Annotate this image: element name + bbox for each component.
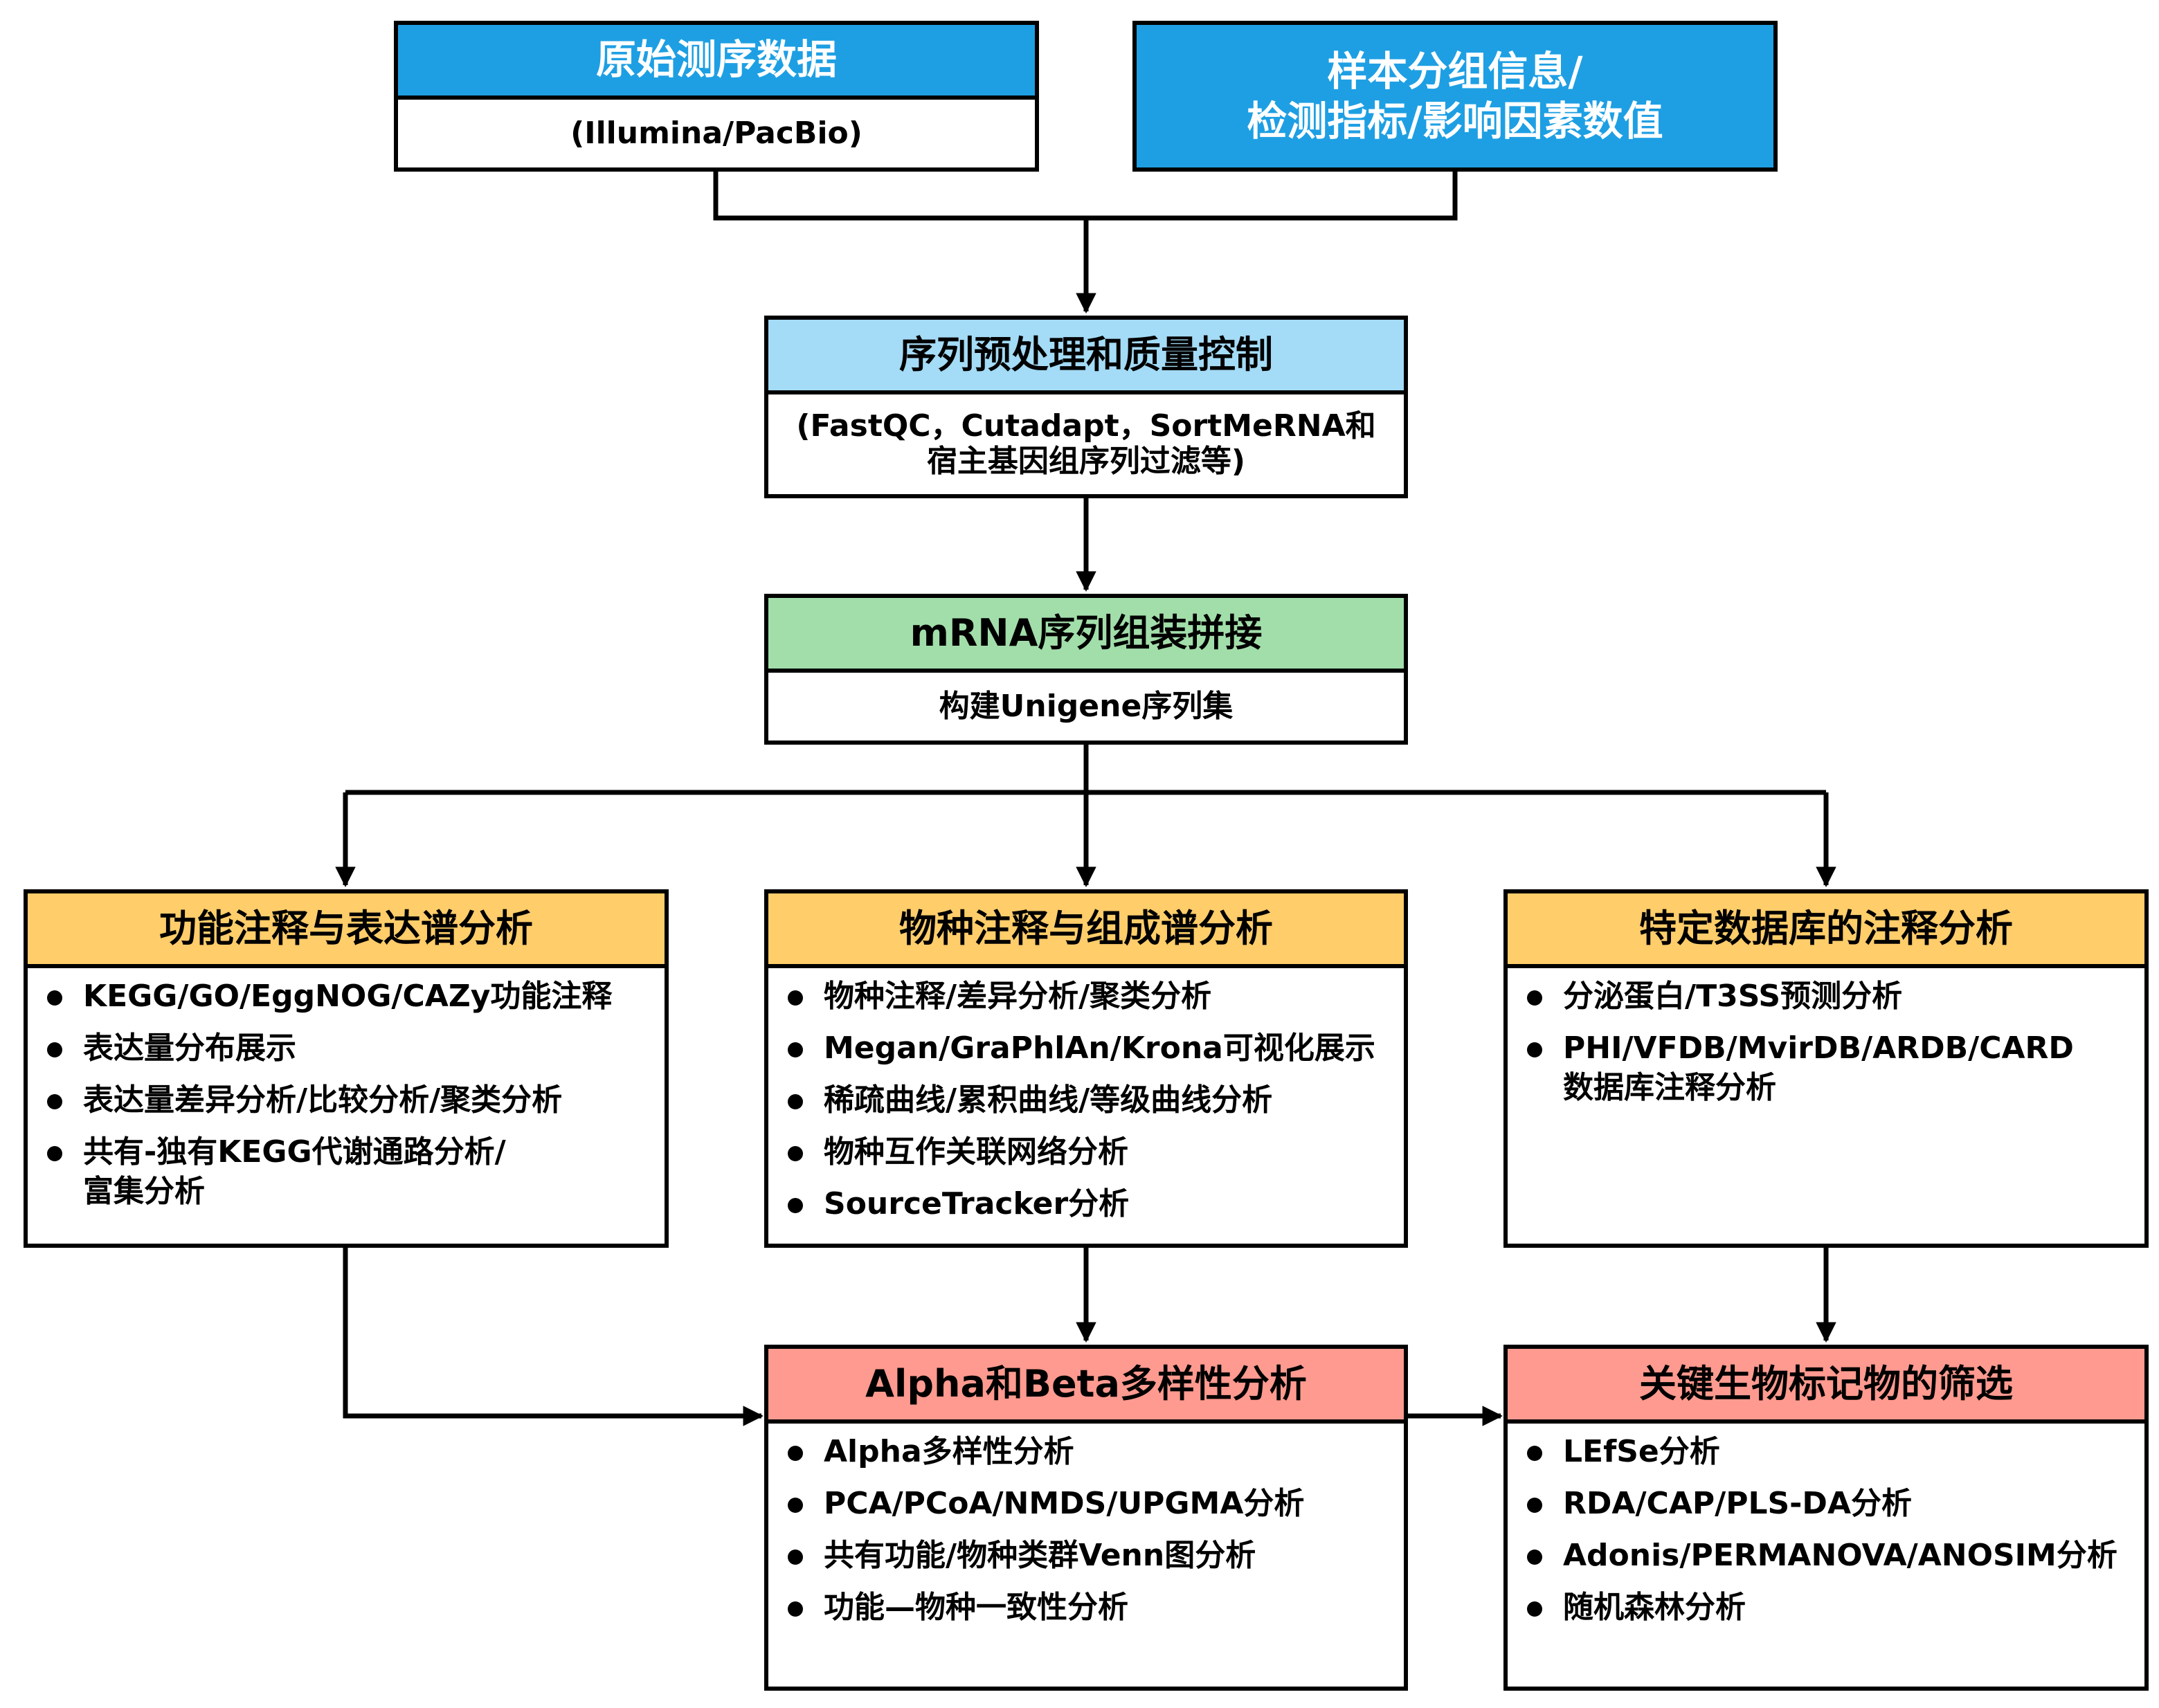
list-item: KEGG/GO/EggNOG/CAZy功能注释 [47,976,665,1016]
qc-box: 序列预处理和质量控制 (FastQC，Cutadapt，SortMeRNA和 宿… [764,316,1408,498]
bullet-icon [47,1146,62,1161]
biomarker-list: LEfSe分析 RDA/CAP/PLS-DA分析 Adonis/PERMANOV… [1508,1424,2144,1627]
list-item: Adonis/PERMANOVA/ANOSIM分析 [1527,1536,2144,1575]
bullet-icon [1527,1498,1542,1513]
biomarker-title: 关键生物标记物的筛选 [1508,1349,2144,1424]
list-item: 物种互作关联网络分析 [788,1132,1404,1172]
biomarker-box: 关键生物标记物的筛选 LEfSe分析 RDA/CAP/PLS-DA分析 Adon… [1503,1345,2149,1691]
bullet-icon [1527,1446,1542,1461]
bullet-icon [47,1042,62,1057]
bullet-icon [788,1094,803,1109]
list-item: 物种注释/差异分析/聚类分析 [788,976,1404,1016]
bullet-icon [788,990,803,1006]
bullet-icon [788,1601,803,1617]
list-item: 表达量分布展示 [47,1028,665,1068]
diversity-box: Alpha和Beta多样性分析 Alpha多样性分析 PCA/PCoA/NMDS… [764,1345,1408,1691]
merge-line-top [713,170,1458,221]
qc-subtitle: (FastQC，Cutadapt，SortMeRNA和 宿主基因组序列过滤等) [796,408,1376,479]
bullet-icon [788,1198,803,1213]
bullet-icon [788,1146,803,1161]
list-item: Alpha多样性分析 [788,1432,1404,1471]
bullet-icon [1527,1042,1542,1057]
list-item: 共有-独有KEGG代谢通路分析/ 富集分析 [47,1132,665,1211]
function-box: 功能注释与表达谱分析 KEGG/GO/EggNOG/CAZy功能注释 表达量分布… [24,889,669,1248]
assembly-subtitle: 构建Unigene序列集 [939,688,1234,724]
arrow-function-to-diversity [343,1246,764,1426]
database-title: 特定数据库的注释分析 [1508,893,2144,968]
bullet-icon [788,1498,803,1513]
list-item: 随机森林分析 [1527,1588,2144,1627]
function-title: 功能注释与表达谱分析 [28,893,665,968]
list-item: 稀疏曲线/累积曲线/等级曲线分析 [788,1080,1404,1120]
assembly-title: mRNA序列组装拼接 [768,598,1404,673]
bullet-icon [788,1446,803,1461]
species-box: 物种注释与组成谱分析 物种注释/差异分析/聚类分析 Megan/GraPhlAn… [764,889,1408,1248]
bullet-icon [1527,1601,1542,1617]
list-item: LEfSe分析 [1527,1432,2144,1471]
bullet-icon [1527,990,1542,1006]
function-list: KEGG/GO/EggNOG/CAZy功能注释 表达量分布展示 表达量差异分析/… [28,968,665,1211]
list-item: RDA/CAP/PLS-DA分析 [1527,1484,2144,1523]
raw-data-title: 原始测序数据 [398,25,1035,100]
sample-info-title: 样本分组信息/ 检测指标/影响因素数值 [1137,25,1773,167]
list-item: PCA/PCoA/NMDS/UPGMA分析 [788,1484,1404,1523]
list-item: 分泌蛋白/T3SS预测分析 [1527,976,2144,1016]
bullet-icon [788,1042,803,1057]
bullet-icon [47,990,62,1006]
split-line [345,743,1826,795]
list-item: Megan/GraPhlAn/Krona可视化展示 [788,1028,1404,1068]
diversity-title: Alpha和Beta多样性分析 [768,1349,1404,1424]
raw-data-box: 原始测序数据 (Illumina/PacBio) [394,21,1039,172]
qc-title: 序列预处理和质量控制 [768,320,1404,394]
list-item: 共有功能/物种类群Venn图分析 [788,1536,1404,1575]
diversity-list: Alpha多样性分析 PCA/PCoA/NMDS/UPGMA分析 共有功能/物种… [768,1424,1404,1627]
bullet-icon [47,1094,62,1109]
sample-info-box: 样本分组信息/ 检测指标/影响因素数值 [1132,21,1778,172]
list-item: 表达量差异分析/比较分析/聚类分析 [47,1080,665,1120]
database-list: 分泌蛋白/T3SS预测分析 PHI/VFDB/MvirDB/ARDB/CARD … [1508,968,2144,1107]
bullet-icon [1527,1550,1542,1565]
species-title: 物种注释与组成谱分析 [768,893,1404,968]
species-list: 物种注释/差异分析/聚类分析 Megan/GraPhlAn/Krona可视化展示… [768,968,1404,1224]
raw-data-subtitle: (Illumina/PacBio) [570,115,862,151]
bullet-icon [788,1550,803,1565]
assembly-box: mRNA序列组装拼接 构建Unigene序列集 [764,594,1408,745]
database-box: 特定数据库的注释分析 分泌蛋白/T3SS预测分析 PHI/VFDB/MvirDB… [1503,889,2149,1248]
list-item: SourceTracker分析 [788,1184,1404,1224]
list-item: PHI/VFDB/MvirDB/ARDB/CARD 数据库注释分析 [1527,1028,2144,1107]
list-item: 功能—物种一致性分析 [788,1588,1404,1627]
